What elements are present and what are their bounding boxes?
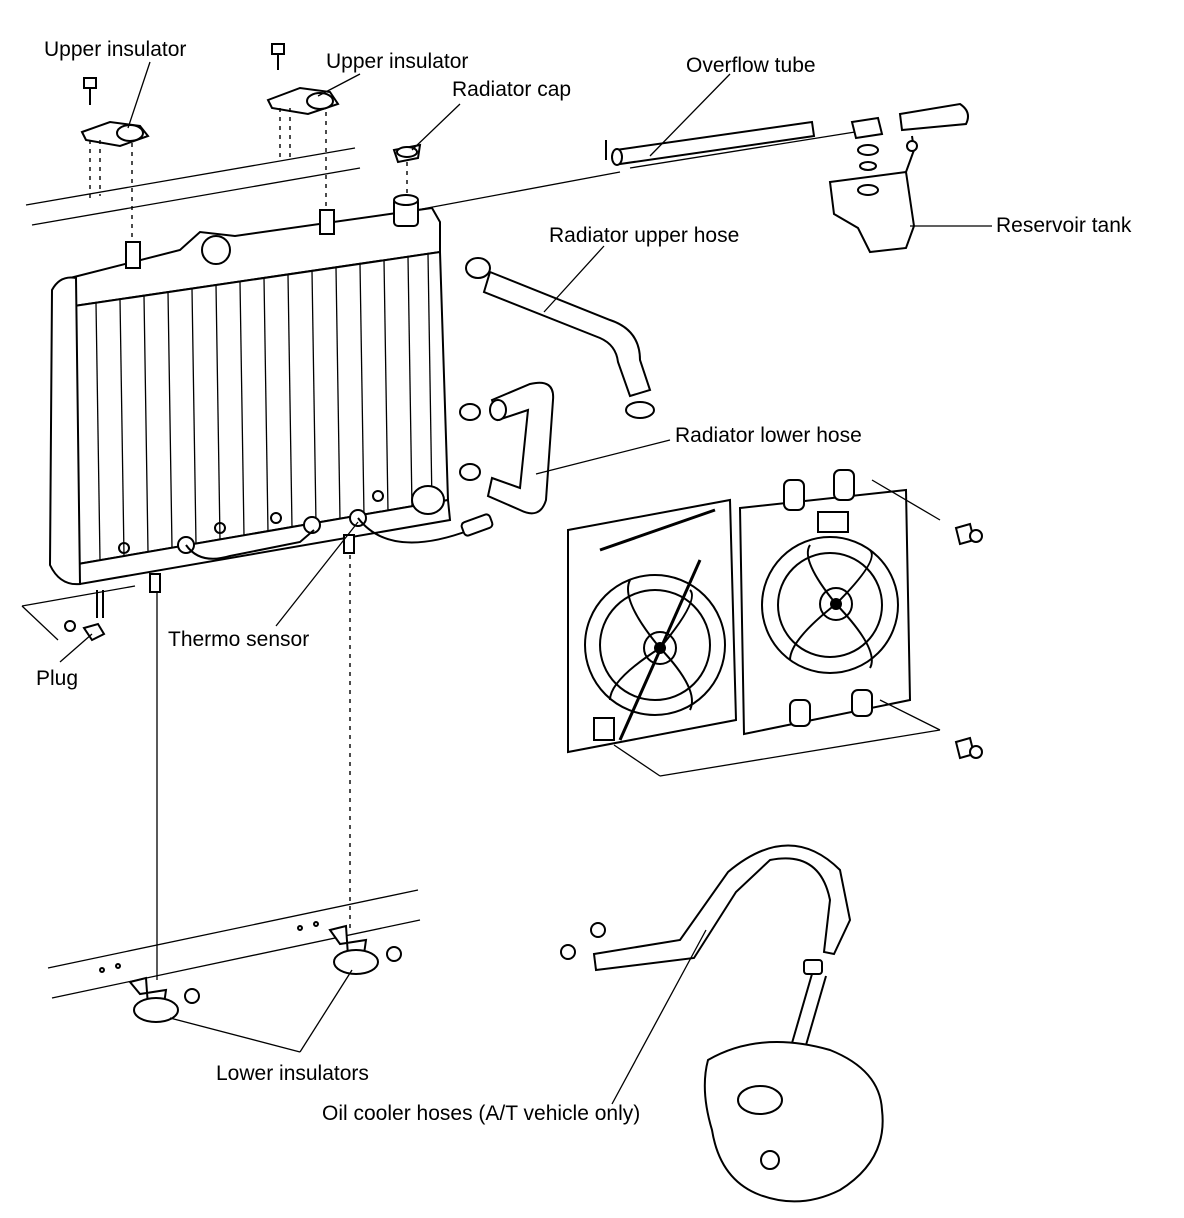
label-plug: Plug [36, 667, 78, 690]
cooling-fan-left [567, 498, 738, 754]
transmission [703, 1041, 884, 1203]
label-oil-cooler-hoses: Oil cooler hoses (A/T vehicle only) [322, 1102, 640, 1125]
label-lower-insulators: Lower insulators [216, 1062, 369, 1085]
callout-labels: Upper insulator Upper insulator Radiator… [36, 38, 1132, 1125]
label-overflow-tube: Overflow tube [686, 54, 816, 77]
label-radiator-lower-hose: Radiator lower hose [675, 424, 862, 447]
overflow-tube [605, 102, 969, 166]
radiator-cap [392, 143, 422, 198]
oil-cooler-hoses [560, 844, 852, 1053]
radiator-lower-hose [459, 381, 555, 515]
label-upper-insulator-right: Upper insulator [326, 50, 468, 73]
leader-lines [59, 61, 992, 1105]
plug [21, 585, 136, 642]
label-radiator-upper-hose: Radiator upper hose [549, 224, 739, 247]
radiator-upper-hose [465, 257, 655, 419]
label-thermo-sensor: Thermo sensor [168, 628, 309, 651]
lower-insulator-left [99, 963, 200, 1023]
cooling-fan-right [738, 469, 912, 736]
reservoir-tank [828, 135, 918, 254]
label-upper-insulator-left: Upper insulator [44, 38, 186, 61]
label-radiator-cap: Radiator cap [452, 78, 571, 101]
fan-mounting-lines [613, 479, 941, 777]
radiator [48, 194, 494, 618]
lower-insulator-right [297, 921, 402, 975]
label-reservoir-tank: Reservoir tank [996, 214, 1132, 237]
fan-bolts [954, 522, 983, 760]
lower-support-lines [47, 555, 421, 999]
upper-insulator-left [80, 77, 150, 240]
